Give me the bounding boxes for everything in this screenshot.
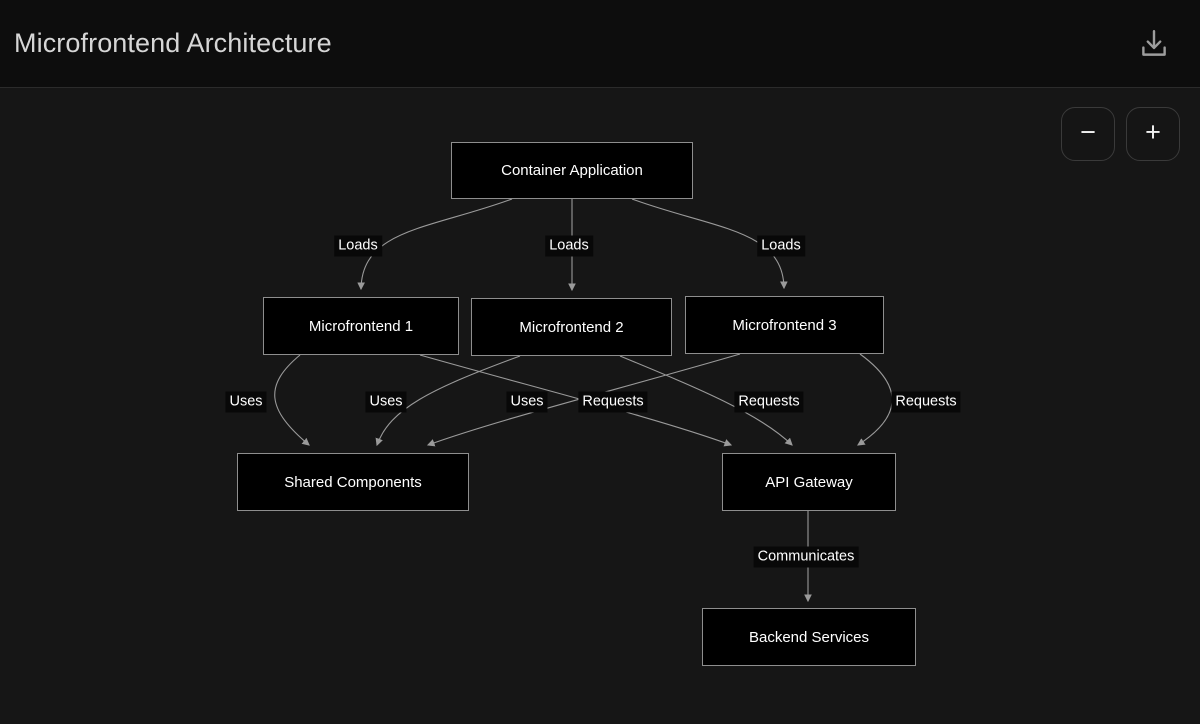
node-microfrontend-3[interactable]: Microfrontend 3 bbox=[685, 296, 884, 354]
edge-mf1-gateway bbox=[419, 354, 733, 447]
zoom-controls: − + bbox=[1061, 107, 1180, 161]
edge-container-mf1 bbox=[357, 198, 513, 291]
edge-label-uses-mf1: Uses bbox=[225, 391, 267, 413]
edge-label-requests-mf1: Requests bbox=[578, 391, 648, 413]
edge-label-loads-mf3: Loads bbox=[757, 235, 805, 257]
diagram-canvas[interactable]: − + bbox=[0, 89, 1200, 724]
download-button[interactable] bbox=[1132, 22, 1176, 66]
node-shared-components[interactable]: Shared Components bbox=[237, 453, 469, 511]
edge-label-uses-mf2: Uses bbox=[365, 391, 407, 413]
node-label: Microfrontend 1 bbox=[308, 317, 414, 335]
node-microfrontend-2[interactable]: Microfrontend 2 bbox=[471, 298, 672, 356]
page-title: Microfrontend Architecture bbox=[14, 28, 332, 58]
minus-icon: − bbox=[1080, 117, 1096, 147]
node-microfrontend-1[interactable]: Microfrontend 1 bbox=[263, 297, 459, 355]
node-container-application[interactable]: Container Application bbox=[451, 142, 693, 199]
node-api-gateway[interactable]: API Gateway bbox=[722, 453, 896, 511]
node-label: API Gateway bbox=[765, 473, 853, 491]
edge-label-requests-mf2: Requests bbox=[734, 391, 804, 413]
node-label: Shared Components bbox=[284, 473, 422, 491]
download-icon bbox=[1137, 27, 1171, 61]
node-label: Container Application bbox=[501, 162, 643, 179]
node-backend-services[interactable]: Backend Services bbox=[702, 608, 916, 666]
node-label: Backend Services bbox=[748, 628, 870, 646]
app-header: Microfrontend Architecture bbox=[0, 0, 1200, 88]
edge-label-communicates: Communicates bbox=[753, 546, 859, 568]
edge-mf3-gateway bbox=[857, 353, 893, 446]
node-label: Microfrontend 2 bbox=[519, 318, 624, 336]
edge-label-requests-mf3: Requests bbox=[891, 391, 961, 413]
edge-label-loads-mf2: Loads bbox=[545, 235, 593, 257]
edge-label-uses-mf3: Uses bbox=[506, 391, 548, 413]
node-label: Microfrontend 3 bbox=[732, 316, 837, 334]
plus-icon: + bbox=[1145, 117, 1161, 147]
edge-label-loads-mf1: Loads bbox=[334, 235, 382, 257]
zoom-out-button[interactable]: − bbox=[1061, 107, 1115, 161]
zoom-in-button[interactable]: + bbox=[1126, 107, 1180, 161]
edge-mf1-shared bbox=[274, 354, 310, 446]
